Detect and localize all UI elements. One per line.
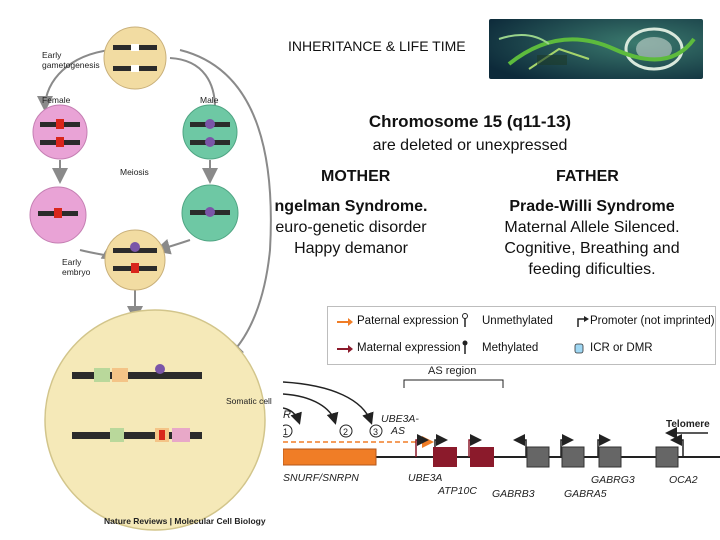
sperm-cell — [181, 184, 239, 242]
dna-helix-banner-image — [489, 19, 703, 79]
label-somatic-cell: Somatic cell — [226, 396, 272, 406]
atp10c-block — [470, 447, 494, 467]
site-number-3: 3 — [373, 427, 378, 437]
somatic-cell — [44, 309, 266, 531]
telomere-label: Telomere — [666, 419, 710, 430]
gene-gabra5: GABRA5 — [564, 488, 607, 500]
father-heading: FATHER — [556, 168, 619, 185]
unmethylated-icon — [462, 313, 468, 319]
legend-icr: ICR or DMR — [590, 342, 653, 354]
label-early-gametogenesis-line2: gametogenesis — [42, 60, 100, 70]
promoter-arrow-icon — [577, 318, 585, 327]
father-syndrome: Prade-Willi Syndrome — [509, 198, 675, 215]
father-line3: Cognitive, Breathing and — [504, 240, 680, 257]
gabrb3-block — [526, 446, 550, 468]
gene-gabrg3: GABRG3 — [591, 474, 635, 486]
legend-maternal: Maternal expression — [357, 342, 461, 354]
as-region-label: AS region — [428, 365, 476, 377]
legend-icons — [337, 313, 589, 354]
page-title: INHERITANCE & LIFE TIME — [288, 38, 466, 54]
chromosome-locus-map: AS region R 1 2 3 UBE3A- AS Telomere SNU… — [283, 365, 720, 500]
imprinting-lifecycle-diagram: Early gametogenesis Female Male Meiosis … — [29, 26, 272, 531]
chromosome-heading: Chromosome 15 (q11-13) — [368, 112, 572, 131]
gene-atp10c: ATP10C — [437, 485, 477, 497]
label-early-embryo: Early — [62, 257, 82, 267]
cycle-arrow — [169, 57, 216, 109]
legend-paternal: Paternal expression — [357, 315, 459, 327]
father-line2: Maternal Allele Silenced. — [504, 219, 680, 236]
oca2-block — [655, 446, 679, 468]
ube3a-as-label-line2: AS — [390, 425, 405, 437]
label-meiosis: Meiosis — [120, 167, 149, 177]
gamete-cell — [103, 26, 167, 90]
label-female: Female — [42, 95, 71, 105]
figure-credit: Nature Reviews | Molecular Cell Biology — [104, 516, 266, 526]
father-description: Prade-Willi Syndrome Maternal Allele Sil… — [484, 196, 700, 280]
embryo-cell — [104, 229, 166, 291]
female-cell — [32, 104, 88, 160]
legend-methylated: Methylated — [482, 342, 539, 354]
gabrg3-block — [598, 446, 622, 468]
ube3a-block — [433, 447, 457, 467]
gene-gabrb3: GABRB3 — [492, 488, 535, 500]
mother-description: ngelman Syndrome. euro-genetic disorder … — [240, 196, 462, 259]
gabra5-block — [561, 446, 585, 468]
gene-ube3a: UBE3A — [408, 472, 442, 484]
gene-snurf-snrpn: SNURF/SNRPN — [283, 472, 359, 484]
mother-syndrome: ngelman Syndrome. — [274, 198, 428, 215]
site-number-1: 1 — [283, 427, 288, 437]
egg-cell — [29, 186, 87, 244]
mother-line3: Happy demanor — [294, 240, 408, 257]
legend-box: Paternal expression Maternal expression … — [327, 306, 716, 365]
snurf-snrpn-block — [283, 448, 377, 466]
male-cell — [182, 104, 238, 160]
cycle-arrow-long — [179, 49, 272, 358]
site-number-2: 2 — [343, 427, 348, 437]
cycle-arrow — [37, 49, 111, 112]
label-early-gametogenesis: Early — [42, 50, 62, 60]
dna-helix-icon — [489, 19, 703, 79]
chromosome-subheading: are deleted or unexpressed — [372, 137, 568, 154]
label-male: Male — [200, 95, 219, 105]
r-fragment: R — [283, 409, 291, 421]
gene-oca2: OCA2 — [669, 474, 698, 486]
father-line4: feeding dificulties. — [528, 261, 656, 278]
icr-icon — [574, 343, 584, 354]
legend-promoter: Promoter (not imprinted) — [590, 315, 715, 327]
ube3a-as-label: UBE3A- — [381, 413, 419, 425]
legend-unmethylated: Unmethylated — [482, 315, 553, 327]
mother-line2: euro-genetic disorder — [275, 219, 427, 236]
label-early-embryo-line2: embryo — [62, 267, 91, 277]
methylated-icon — [462, 340, 468, 346]
mother-heading: MOTHER — [321, 168, 391, 185]
